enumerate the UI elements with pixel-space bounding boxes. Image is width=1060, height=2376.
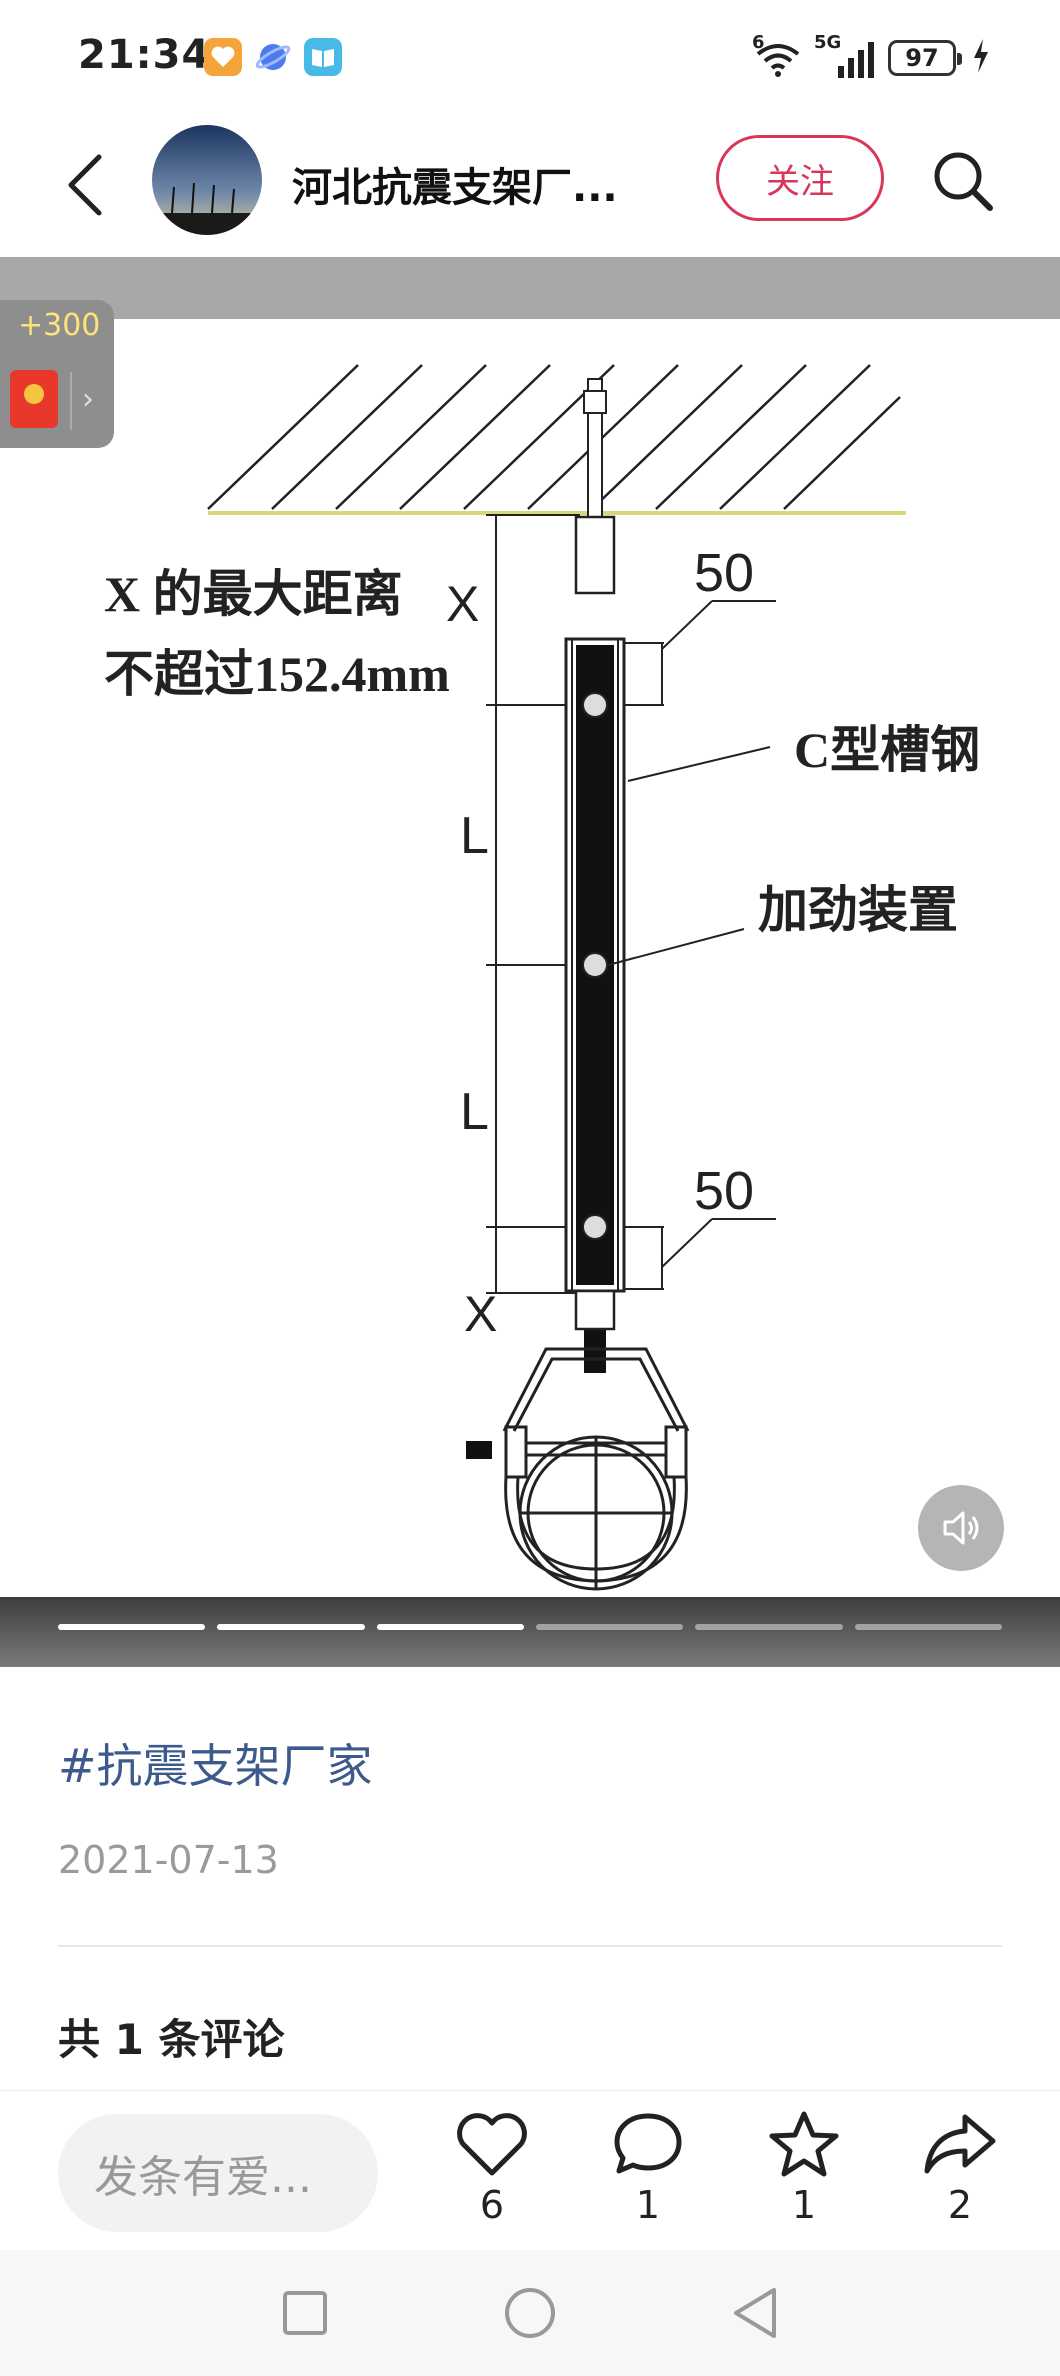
label-x-top: X (446, 576, 479, 632)
triangle-back-icon (734, 2288, 776, 2338)
speaker-icon (943, 1511, 979, 1545)
heart-icon (457, 2113, 527, 2176)
media-top-band (0, 257, 1060, 319)
wifi-label: 6 (752, 32, 765, 53)
hashtag-link[interactable]: #抗震支架厂家 (58, 1739, 373, 1793)
comment-bubble-icon (614, 2113, 682, 2174)
rod-top-nut (583, 390, 607, 414)
ceiling-hatch (207, 364, 901, 510)
dimension-50-bottom (624, 1218, 776, 1290)
slide-progress (58, 1624, 1002, 1630)
comment-heading: 共 1 条评论 (58, 2015, 285, 2064)
content-divider (58, 1945, 1002, 1947)
star-icon (769, 2111, 839, 2177)
share-button[interactable]: 2 (910, 2111, 1010, 2241)
note-line1: X 的最大距离 (104, 566, 403, 622)
slide-progress-segment (58, 1624, 206, 1630)
account-name[interactable]: 河北抗震支架厂... (292, 165, 618, 211)
back-icon (68, 154, 102, 216)
post-media[interactable]: X 的最大距离 不超过152.4mm X L L X 50 50 C型槽钢 加劲… (0, 257, 1060, 1667)
chevron-right-icon: › (82, 382, 94, 417)
battery-level: 97 (905, 44, 939, 72)
reward-divider (70, 372, 72, 430)
slide-progress-segment (695, 1624, 843, 1630)
label-x-bottom: X (464, 1286, 497, 1342)
app-planet-icon (254, 38, 292, 76)
post-date: 2021-07-13 (58, 1838, 279, 1882)
action-bar: 发条有爱... 6 1 1 2 (0, 2090, 1060, 2250)
callout-channel-leader (627, 746, 771, 782)
mute-button[interactable] (918, 1485, 1004, 1571)
media-bottom-band (0, 1597, 1060, 1667)
like-count: 6 (479, 2183, 505, 2227)
status-time: 21:34 (78, 32, 211, 78)
comment-count: 1 (635, 2183, 661, 2227)
post-header: 河北抗震支架厂... 关注 (0, 115, 1060, 257)
system-nav-bar (0, 2250, 1060, 2376)
callout-stiffener: 加劲装置 (758, 882, 958, 938)
favorite-count: 1 (791, 2183, 817, 2227)
search-button[interactable] (925, 143, 1001, 219)
follow-button[interactable]: 关注 (716, 135, 884, 221)
callout-stiffener-leader (607, 928, 745, 966)
search-icon (934, 152, 993, 211)
note-line2: 不超过152.4mm (104, 646, 450, 702)
charging-icon (972, 39, 990, 77)
back-button[interactable] (50, 145, 120, 225)
label-l-lower: L (460, 1083, 489, 1141)
comment-button[interactable]: 1 (598, 2111, 698, 2241)
cell-signal-icon: 5G (814, 32, 878, 80)
slide-progress-segment (217, 1624, 365, 1630)
favorite-button[interactable]: 1 (754, 2111, 854, 2241)
callout-channel: C型槽钢 (794, 722, 980, 778)
hanger-bolt (466, 1441, 492, 1459)
rod-coupling (574, 515, 616, 595)
stiffener-clamps (582, 692, 608, 1240)
dimension-50-top (624, 600, 776, 706)
like-button[interactable]: 6 (442, 2111, 542, 2241)
back-nav-button[interactable] (720, 2278, 790, 2348)
status-bar: 21:34 6 5G 97 (0, 0, 1060, 115)
slide-progress-segment (376, 1624, 524, 1630)
hanger-drawing: X 的最大距离 不超过152.4mm X L L X 50 50 C型槽钢 加劲… (104, 364, 980, 1591)
home-button[interactable] (495, 2278, 565, 2348)
avatar[interactable] (152, 125, 262, 235)
label-l-upper: L (460, 807, 489, 865)
signal-label: 5G (814, 32, 842, 53)
slide-progress-segment (535, 1624, 684, 1630)
red-envelope-icon (10, 370, 58, 428)
status-indicators: 6 5G 97 (752, 30, 990, 86)
slide-progress-segment (854, 1624, 1002, 1630)
recents-button[interactable] (270, 2278, 340, 2348)
share-count: 2 (947, 2183, 973, 2227)
lower-nut (574, 1289, 616, 1331)
wifi-icon: 6 (752, 32, 804, 80)
share-icon (924, 2114, 996, 2174)
circle-icon (505, 2288, 555, 2338)
dimension-50-bottom-label: 50 (694, 1161, 754, 1221)
comment-input[interactable]: 发条有爱... (58, 2114, 378, 2232)
battery-indicator: 97 (888, 40, 962, 76)
app-heart-icon (204, 38, 242, 76)
reward-points: +300 (18, 308, 101, 343)
square-icon (283, 2291, 327, 2335)
dimension-50-top-label: 50 (694, 543, 754, 603)
dimension-ticks (486, 514, 580, 1294)
reward-widget[interactable]: +300 › (0, 300, 114, 448)
app-book-icon (304, 38, 342, 76)
clevis-hanger (502, 1347, 690, 1591)
